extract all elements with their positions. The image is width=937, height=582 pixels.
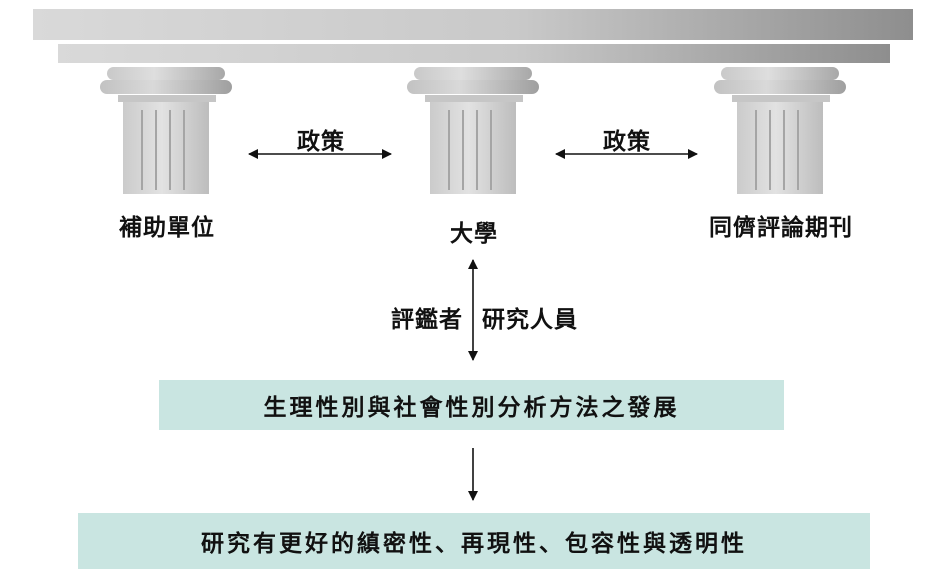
pillar-capital [714, 80, 846, 94]
pillar-capital [107, 67, 225, 80]
pillar-shaft [123, 102, 209, 194]
pillar-label-university: 大學 [450, 221, 498, 247]
pillar-capital [721, 67, 839, 80]
pillar-capital [407, 80, 539, 94]
label-researchers: 研究人員 [482, 307, 578, 333]
roof-architrave [58, 44, 890, 63]
label-evaluators: 評鑑者 [391, 307, 463, 333]
pillar-neck [118, 95, 216, 102]
pillar-shaft [430, 102, 516, 194]
research-outcome-band: 研究有更好的縝密性、再現性、包容性與透明性 [78, 513, 870, 569]
pillar-capital [100, 80, 232, 94]
roof-beam [33, 9, 913, 40]
pillar-shaft [737, 102, 823, 194]
pillar-neck [425, 95, 523, 102]
pillar-peer-reviewed-journals [708, 62, 854, 197]
pillar-neck [732, 95, 830, 102]
pillar-capital [414, 67, 532, 80]
pillar-university [401, 62, 547, 197]
pillar-funding-agencies [94, 62, 240, 197]
method-development-band: 生理性別與社會性別分析方法之發展 [159, 380, 784, 430]
pillar-label-journals: 同儕評論期刊 [709, 215, 853, 241]
pillar-label-funding: 補助單位 [119, 215, 215, 241]
